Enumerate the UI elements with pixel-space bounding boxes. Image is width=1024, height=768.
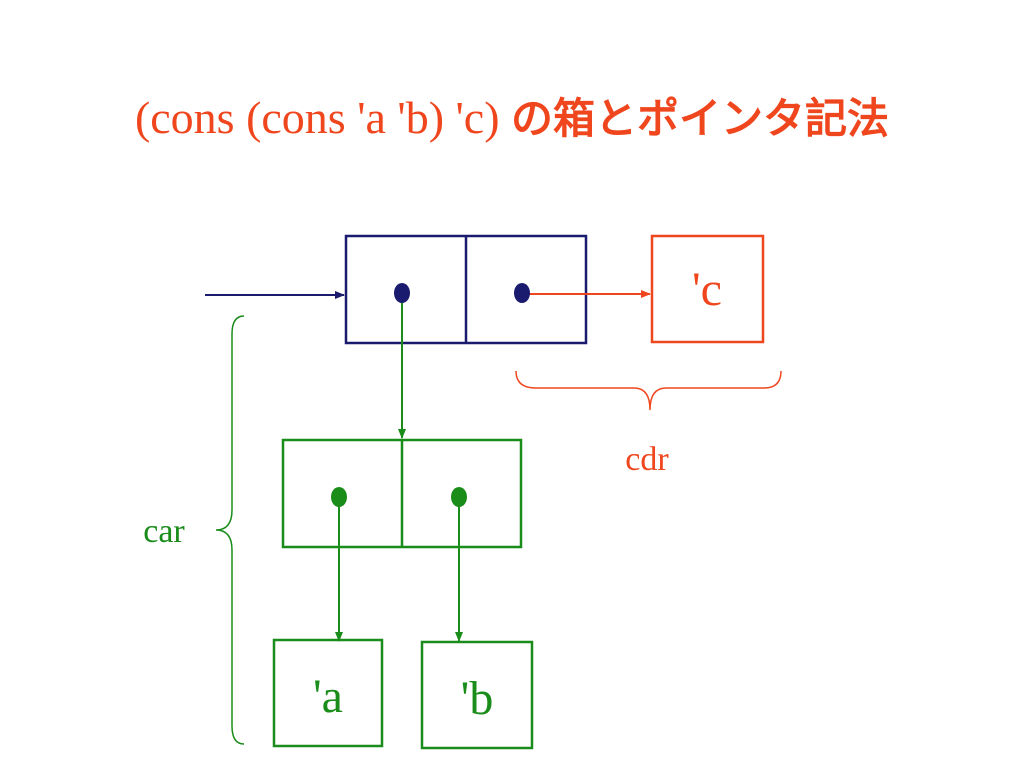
atom-c-label: 'c (692, 263, 722, 316)
atom-b-box (420, 640, 534, 750)
outer-car-dot (394, 283, 410, 303)
inner-cdr-dot (451, 487, 467, 507)
inner-car-dot (331, 487, 347, 507)
atom-a: 'a (272, 638, 384, 748)
atom-c-box (650, 234, 765, 344)
title-japanese: の箱とポインタ記法 (511, 94, 890, 143)
cdr-label: cdr (625, 441, 669, 478)
cdr-brace (515, 370, 782, 411)
atom-c: 'c (650, 234, 765, 344)
car-label: car (143, 513, 185, 550)
atom-b-label: 'b (461, 672, 494, 725)
outer-cons-cell (344, 234, 588, 345)
atom-a-box (272, 638, 384, 748)
atom-a-label: 'a (313, 670, 343, 723)
slide-title: (cons (cons 'a 'b) 'c) の箱とポインタ記法 (0, 88, 1024, 149)
title-code: (cons (cons 'a 'b) 'c) (134, 92, 500, 143)
car-brace (215, 315, 245, 745)
atom-b: 'b (420, 640, 534, 750)
inner-cons-cell (281, 438, 523, 549)
outer-cdr-dot (514, 283, 530, 303)
